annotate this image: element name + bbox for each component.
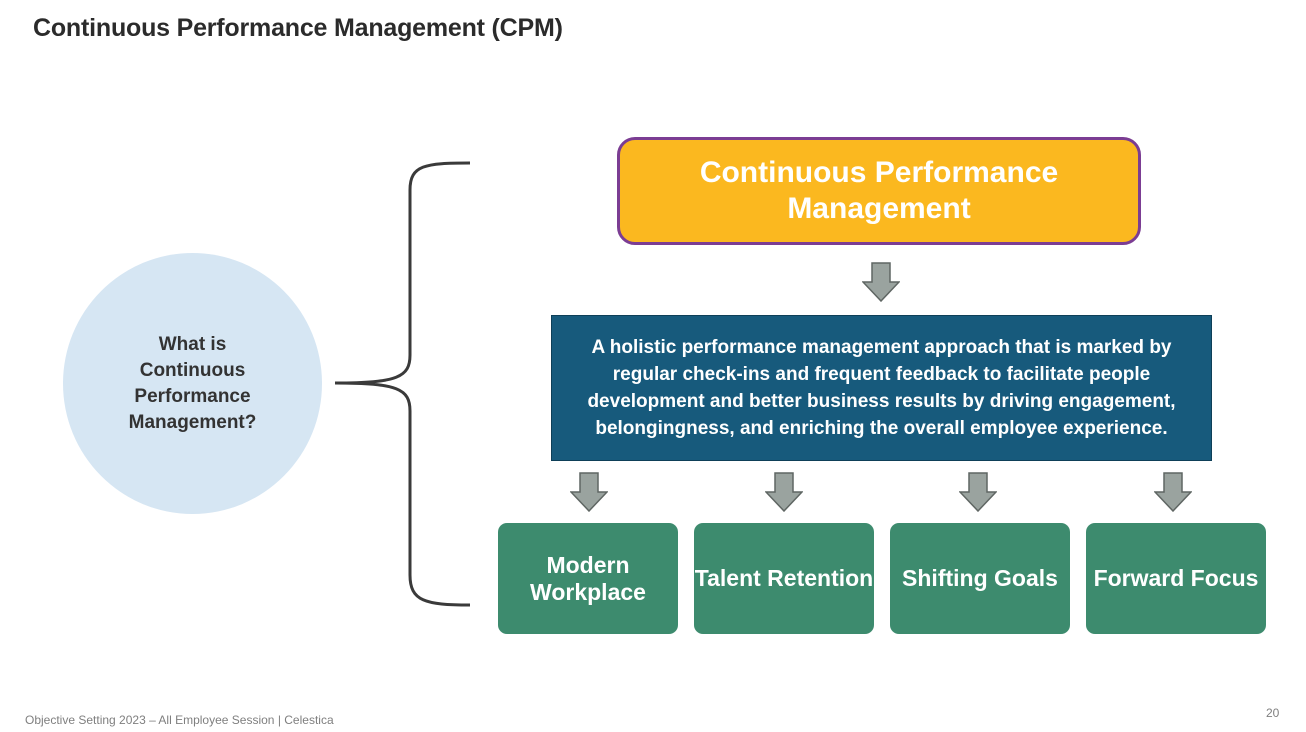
down-arrow-icon [862, 262, 900, 302]
definition-box: A holistic performance management approa… [551, 315, 1212, 461]
cpm-main-box: Continuous Performance Management [617, 137, 1141, 245]
cpm-main-label: Continuous Performance Management [699, 156, 1059, 225]
page-number: 20 [1266, 706, 1280, 720]
down-arrow-icon [1154, 472, 1192, 512]
pillar-label: Shifting Goals [902, 565, 1058, 591]
pillar-label: Modern Workplace [530, 551, 646, 605]
question-text: What is Continuous Performance Managemen… [128, 333, 257, 433]
down-arrow-icon [959, 472, 997, 512]
pillar-label: Talent Retention [694, 565, 874, 591]
pillar-label: Forward Focus [1093, 565, 1259, 591]
footer-text: Objective Setting 2023 – All Employee Se… [25, 713, 334, 727]
curly-brace-path [334, 161, 471, 607]
pillar-modern-workplace: Modern Workplace [498, 523, 678, 634]
question-circle: What is Continuous Performance Managemen… [63, 253, 322, 514]
pillar-forward-focus: Forward Focus [1086, 523, 1266, 634]
down-arrow-icon [570, 472, 608, 512]
pillar-talent-retention: Talent Retention [694, 523, 874, 634]
definition-text: A holistic performance management approa… [587, 337, 1176, 439]
pillar-shifting-goals: Shifting Goals [890, 523, 1070, 634]
curly-brace-connector [334, 161, 471, 607]
slide-title: Continuous Performance Management (CPM) [33, 14, 563, 42]
down-arrow-icon [765, 472, 803, 512]
